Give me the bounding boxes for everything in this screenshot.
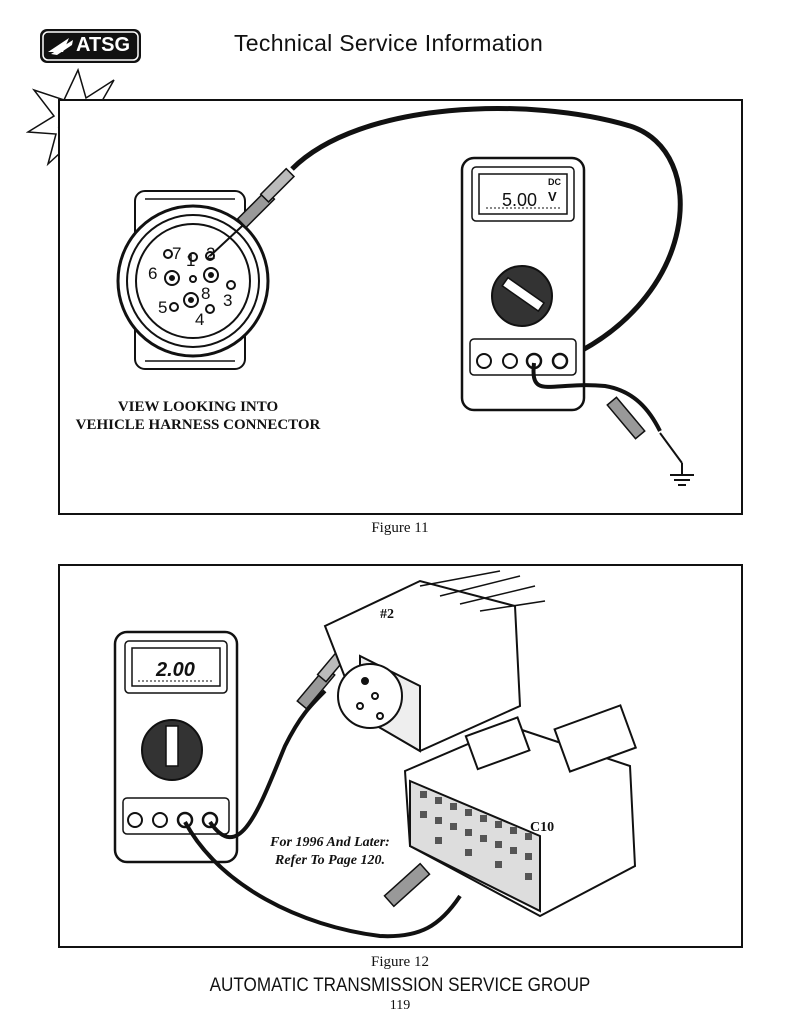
pin-label: 8: [201, 284, 210, 303]
multimeter: [460, 156, 586, 412]
figure-12-caption: Figure 12: [371, 954, 429, 970]
page-number: 119: [389, 998, 411, 1013]
connector-c10: [403, 704, 638, 918]
harness-connector: [116, 190, 270, 370]
page-title: Technical Service Information: [234, 30, 544, 56]
meter-mode: DC: [548, 177, 561, 187]
page-reference-note: For 1996 And Later: Refer To Page 120.: [255, 834, 405, 870]
meter-reading: 5.00: [502, 190, 537, 210]
figure-11-illustration: 1 2 3 4 5 6 7 8: [116, 106, 694, 486]
atsg-logo: [40, 29, 141, 63]
pin-label: 6: [148, 264, 157, 283]
solenoid-module: [323, 570, 546, 753]
connector-label: C10: [530, 820, 554, 835]
figure-12-illustration: 2.00 #2: [113, 570, 638, 939]
ground-icon: [670, 463, 694, 486]
note-line1: For 1996 And Later:: [270, 835, 390, 850]
pin-label: 5: [158, 298, 167, 317]
logo-text: ATSG: [76, 34, 131, 56]
multimeter: [113, 630, 239, 864]
note-line2: Refer To Page 120.: [275, 853, 385, 868]
pin-label: 1: [186, 251, 195, 270]
probe-red: [209, 167, 296, 257]
figure-12: 2.00 #2: [58, 564, 743, 948]
footer-org: AUTOMATIC TRANSMISSION SERVICE GROUP: [209, 975, 591, 996]
pin-label: 2: [206, 244, 215, 263]
connector-cavities: [420, 791, 532, 880]
meter-unit: V: [548, 189, 557, 204]
pin-label: #2: [380, 607, 394, 622]
pin-label: 4: [195, 310, 204, 329]
meter-reading: 2.00: [155, 659, 195, 681]
view-label-line1: VIEW LOOKING INTO: [117, 399, 279, 415]
view-label-line2: VEHICLE HARNESS CONNECTOR: [75, 417, 321, 433]
pin-label: 3: [223, 291, 232, 310]
view-label: VIEW LOOKING INTO VEHICLE HARNESS CONNEC…: [68, 398, 328, 434]
pin-label: 7: [172, 244, 181, 263]
figure-11-caption: Figure 11: [371, 520, 429, 536]
figure-11: 1 2 3 4 5 6 7 8: [58, 99, 743, 515]
